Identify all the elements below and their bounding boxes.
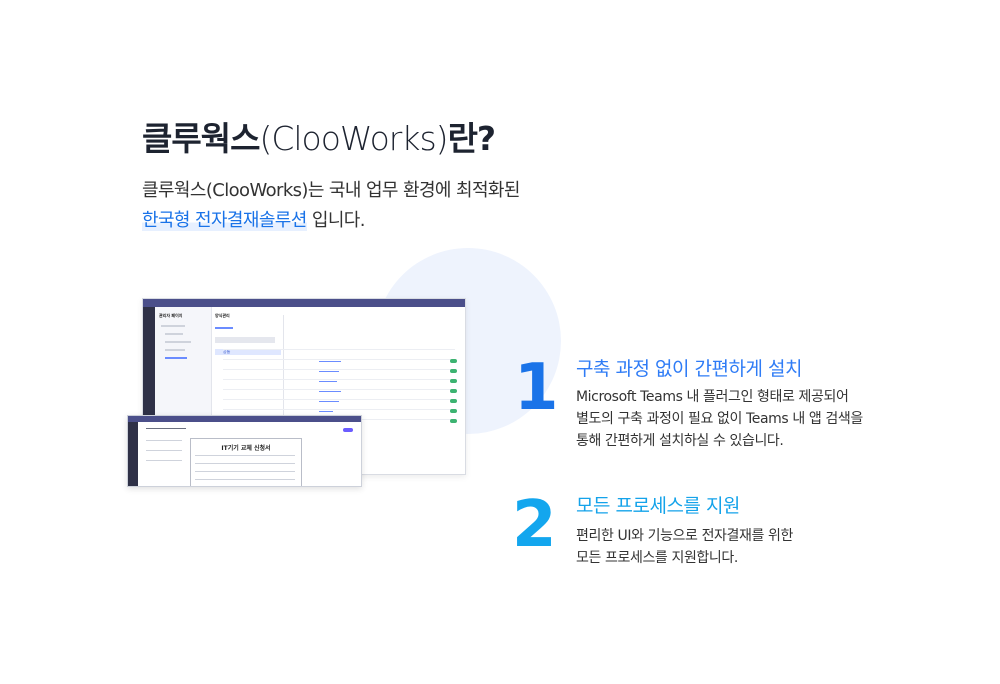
row-link xyxy=(319,391,341,392)
form-sidebar-line xyxy=(146,450,182,451)
row-link xyxy=(319,411,333,412)
intro-line-2: 한국형 전자결재솔루션 입니다. xyxy=(142,206,520,236)
table-row xyxy=(223,399,455,400)
sidebar-line xyxy=(161,325,185,327)
form-row xyxy=(195,463,295,464)
feature-title-1: 구축 과정 없이 간편하게 설치 xyxy=(576,358,802,380)
table-row xyxy=(223,349,455,350)
content-search-box xyxy=(215,337,275,343)
admin-content: 양식관리 공통 xyxy=(211,307,465,474)
admin-sidebar-title: 관리자 페이지 xyxy=(159,313,183,318)
table-row xyxy=(223,409,455,410)
feature-text-2: 편리한 UI와 기능으로 전자결재를 위한 모든 프로세스를 지원합니다. xyxy=(576,525,793,569)
table-row xyxy=(223,359,455,360)
intro-description: 클루웍스(ClooWorks)는 국내 업무 환경에 최적화된 한국형 전자결재… xyxy=(142,176,520,236)
feature-title-2: 모든 프로세스를 지원 xyxy=(576,495,740,517)
intro-line-2-rest: 입니다. xyxy=(306,210,366,231)
content-divider xyxy=(283,315,284,474)
feature-text-1: Microsoft Teams 내 플러그인 형태로 제공되어 별도의 구축 과… xyxy=(576,386,863,452)
form-title: IT기기 교체 신청서 xyxy=(221,445,271,452)
status-badge xyxy=(450,369,457,373)
feature-2-line: 편리한 UI와 기능으로 전자결재를 위한 xyxy=(576,528,793,544)
form-row xyxy=(195,471,295,472)
title-suffix: 란? xyxy=(447,119,497,158)
status-badge xyxy=(450,419,457,423)
status-badge xyxy=(450,399,457,403)
sidebar-line-active xyxy=(165,357,187,359)
table-row xyxy=(223,379,455,380)
feature-1-line: 통해 간편하게 설치하실 수 있습니다. xyxy=(576,433,784,449)
folder-label: 공통 xyxy=(223,349,231,354)
feature-1-line: 별도의 구축 과정이 필요 없이 Teams 내 앱 검색을 xyxy=(576,411,863,427)
status-badge xyxy=(450,359,457,363)
title-brand: 클루웍스 xyxy=(142,119,260,158)
feature-number-2: 2 xyxy=(512,488,557,562)
teams-top-bar xyxy=(143,299,465,307)
status-badge xyxy=(450,389,457,393)
intro-line-1: 클루웍스(ClooWorks)는 국내 업무 환경에 최적화된 xyxy=(142,180,520,201)
teams-app-rail xyxy=(128,422,138,486)
table-row xyxy=(223,369,455,370)
content-tab-line xyxy=(215,327,233,329)
submit-button xyxy=(343,428,353,432)
form-header-line xyxy=(146,428,186,429)
teams-top-bar xyxy=(128,416,361,422)
form-sidebar-line xyxy=(146,460,182,461)
folder-row-selected xyxy=(215,349,281,355)
feature-number-1: 1 xyxy=(514,351,559,425)
feature-2-line: 모든 프로세스를 지원합니다. xyxy=(576,550,738,566)
row-link xyxy=(319,381,337,382)
form-row xyxy=(195,455,295,456)
intro-highlight: 한국형 전자결재솔루션 xyxy=(142,210,307,231)
form-sidebar-line xyxy=(146,440,182,441)
approval-form-preview: IT기기 교체 신청서 xyxy=(190,438,302,486)
status-badge xyxy=(450,379,457,383)
product-screenshot-form: IT기기 교체 신청서 xyxy=(127,415,362,487)
form-row xyxy=(195,479,295,480)
status-badge xyxy=(450,409,457,413)
title-latin: (ClooWorks) xyxy=(259,119,448,158)
row-link xyxy=(319,401,339,402)
table-row xyxy=(223,389,455,390)
sidebar-line xyxy=(165,341,191,343)
row-link xyxy=(319,371,339,372)
feature-1-line: Microsoft Teams 내 플러그인 형태로 제공되어 xyxy=(576,389,849,405)
sidebar-line xyxy=(165,349,185,351)
page-title: 클루웍스(ClooWorks)란? xyxy=(142,112,497,160)
content-section-title: 양식관리 xyxy=(215,313,230,318)
row-link xyxy=(319,361,341,362)
sidebar-line xyxy=(165,333,183,335)
